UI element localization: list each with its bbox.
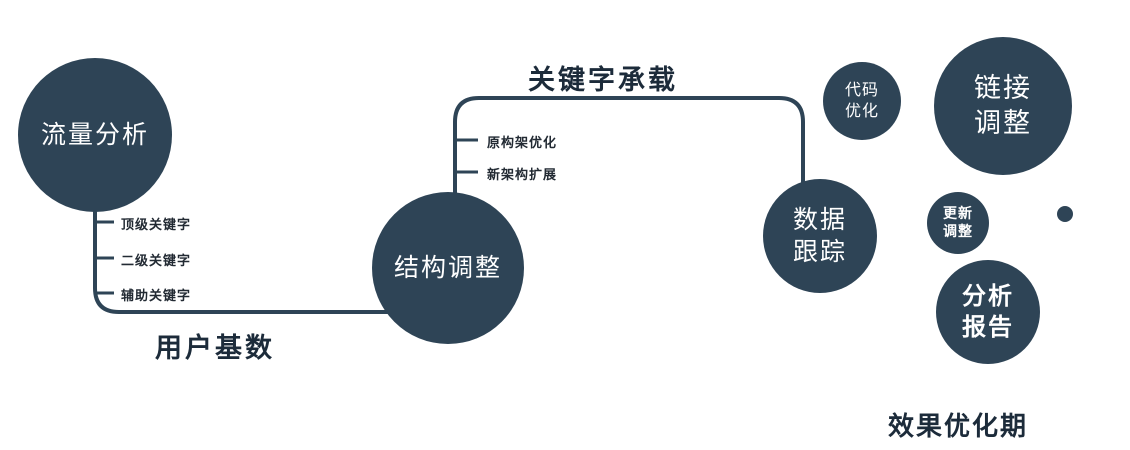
edge-label-effect-period: 效果优化期 bbox=[888, 412, 1029, 442]
node-analysis-report-line1: 分析 bbox=[962, 281, 1014, 310]
node-structure-adjustment: 结构调整 bbox=[372, 192, 524, 344]
node-link-adjustment-line1: 链接 bbox=[974, 72, 1032, 104]
branch-label-auxiliary-keywords: 辅助关键字 bbox=[121, 289, 192, 304]
branch-label-top-keywords: 顶级关键字 bbox=[121, 218, 192, 233]
node-data-tracking-line1: 数据 bbox=[792, 204, 847, 234]
node-update-adjustment-line1: 更新 bbox=[943, 205, 973, 222]
node-traffic-analysis: 流量分析 bbox=[18, 58, 172, 212]
branch-label-original-architecture: 原构架优化 bbox=[487, 136, 558, 151]
node-update-adjustment: 更新 调整 bbox=[927, 192, 989, 254]
node-link-adjustment: 链接 调整 bbox=[934, 37, 1072, 175]
branch-label-secondary-keywords: 二级关键字 bbox=[121, 254, 192, 269]
node-code-optimization: 代码 优化 bbox=[823, 62, 901, 140]
node-traffic-analysis-label: 流量分析 bbox=[40, 119, 149, 149]
small-dot bbox=[1057, 206, 1073, 222]
node-code-optimization-line1: 代码 bbox=[844, 80, 879, 100]
node-link-adjustment-line2: 调整 bbox=[974, 108, 1032, 139]
node-structure-adjustment-label: 结构调整 bbox=[393, 252, 502, 282]
node-code-optimization-line2: 优化 bbox=[844, 101, 879, 120]
node-analysis-report: 分析 报告 bbox=[936, 260, 1040, 364]
branch-label-new-architecture: 新架构扩展 bbox=[487, 168, 558, 183]
edge-label-keyword-carry: 关键字承载 bbox=[528, 65, 678, 96]
node-data-tracking: 数据 跟踪 bbox=[763, 179, 877, 293]
edge-label-user-base: 用户基数 bbox=[155, 333, 275, 364]
node-update-adjustment-line2: 调整 bbox=[943, 224, 973, 240]
node-analysis-report-line2: 报告 bbox=[962, 313, 1014, 341]
node-data-tracking-line2: 跟踪 bbox=[792, 237, 847, 266]
edge-traffic-to-structure bbox=[93, 178, 432, 314]
edge-structure-to-tracking bbox=[453, 96, 805, 217]
